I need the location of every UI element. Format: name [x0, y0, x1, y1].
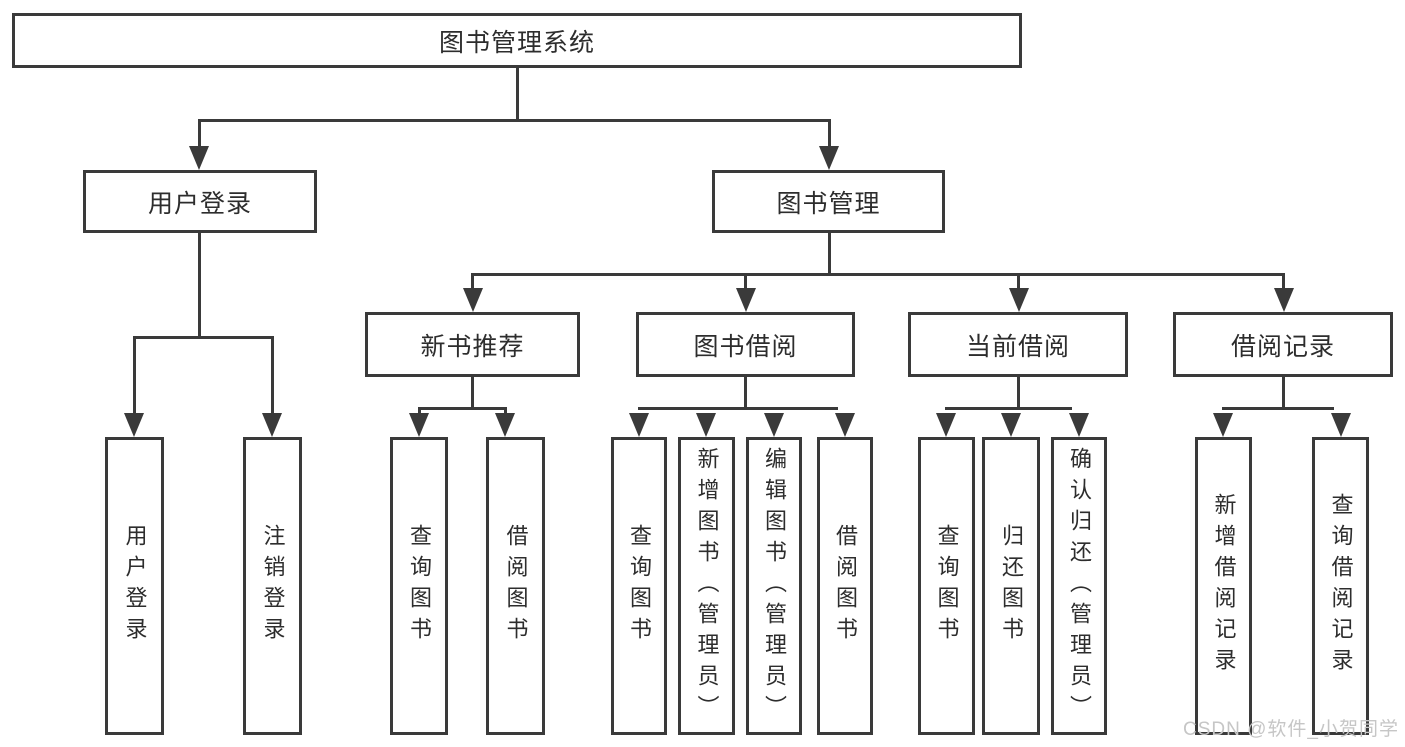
connector: [418, 407, 421, 417]
connector: [945, 407, 1072, 410]
arrowhead-down-icon: [1274, 288, 1294, 312]
connector: [1282, 377, 1285, 407]
connector: [133, 336, 136, 416]
leaf-borrow-books-recommend-label: 借阅图书: [503, 524, 529, 648]
arrowhead-down-icon: [124, 413, 144, 437]
leaf-return-books: 归还图书: [982, 437, 1040, 735]
connector: [471, 273, 1285, 276]
arrowhead-down-icon: [495, 413, 515, 437]
connector: [828, 233, 831, 273]
arrowhead-down-icon: [696, 413, 716, 437]
arrowhead-down-icon: [409, 413, 429, 437]
leaf-user-login-label: 用户登录: [122, 524, 148, 648]
arrowhead-down-icon: [1009, 288, 1029, 312]
arrowhead-down-icon: [736, 288, 756, 312]
arrowhead-down-icon: [835, 413, 855, 437]
connector: [133, 336, 274, 339]
leaf-borrow-books-label: 借阅图书: [833, 524, 858, 648]
leaf-query-books-recommend-label: 查询图书: [407, 524, 432, 648]
leaf-borrow-books: 借阅图书: [817, 437, 873, 735]
connector: [471, 377, 474, 407]
connector: [828, 119, 831, 149]
leaf-query-borrow-record-label: 查询借阅记录: [1328, 493, 1354, 679]
connector: [1222, 407, 1334, 410]
leaf-user-login: 用户登录: [105, 437, 164, 735]
leaf-add-borrow-record-label: 新增借阅记录: [1211, 493, 1237, 679]
node-current-borrow-label: 当前借阅: [965, 332, 1070, 361]
arrowhead-down-icon: [819, 146, 839, 170]
node-new-book-recommend-label: 新书推荐: [420, 332, 525, 361]
node-new-book-recommend: 新书推荐: [365, 312, 580, 377]
node-current-borrow: 当前借阅: [908, 312, 1128, 377]
leaf-add-books-admin: 新增图书（管理员）: [678, 437, 735, 735]
leaf-query-books-borrow: 查询图书: [611, 437, 667, 735]
leaf-query-books-borrow-label: 查询图书: [627, 524, 652, 648]
leaf-add-borrow-record: 新增借阅记录: [1195, 437, 1252, 735]
node-root: 图书管理系统: [12, 13, 1022, 68]
leaf-edit-books-admin: 编辑图书（管理员）: [746, 437, 802, 735]
arrowhead-down-icon: [262, 413, 282, 437]
connector: [1282, 273, 1285, 291]
node-user-login-label: 用户登录: [147, 189, 252, 218]
node-book-borrow-label: 图书借阅: [693, 332, 798, 361]
arrowhead-down-icon: [1331, 413, 1351, 437]
arrowhead-down-icon: [463, 288, 483, 312]
node-borrow-records-label: 借阅记录: [1230, 332, 1335, 361]
leaf-add-books-admin-label: 新增图书（管理员）: [694, 446, 720, 726]
leaf-logout-label: 注销登录: [260, 524, 286, 648]
watermark: CSDN @软件_小贺同学: [1183, 719, 1399, 740]
leaf-query-books-recommend: 查询图书: [390, 437, 448, 735]
arrowhead-down-icon: [189, 146, 209, 170]
connector: [744, 377, 747, 407]
leaf-query-borrow-record: 查询借阅记录: [1312, 437, 1369, 735]
connector: [638, 407, 838, 410]
connector: [516, 68, 519, 119]
connector: [471, 273, 474, 291]
connector: [418, 407, 507, 410]
connector: [1017, 273, 1020, 291]
arrowhead-down-icon: [764, 413, 784, 437]
node-book-management-label: 图书管理: [776, 189, 881, 218]
leaf-logout: 注销登录: [243, 437, 302, 735]
connector: [271, 336, 274, 416]
leaf-query-books-current-label: 查询图书: [934, 524, 960, 648]
connector: [744, 273, 747, 291]
arrowhead-down-icon: [1001, 413, 1021, 437]
arrowhead-down-icon: [1213, 413, 1233, 437]
node-root-label: 图书管理系统: [438, 28, 595, 57]
leaf-edit-books-admin-label: 编辑图书（管理员）: [762, 446, 787, 726]
leaf-return-books-label: 归还图书: [999, 524, 1024, 648]
arrowhead-down-icon: [1069, 413, 1089, 437]
node-book-management: 图书管理: [712, 170, 945, 233]
connector: [198, 119, 831, 122]
arrowhead-down-icon: [936, 413, 956, 437]
leaf-query-books-current: 查询图书: [918, 437, 975, 735]
connector: [198, 233, 201, 336]
node-book-borrow: 图书借阅: [636, 312, 855, 377]
connector: [1017, 377, 1020, 407]
leaf-confirm-return-admin-label: 确认归还（管理员）: [1067, 446, 1092, 726]
leaf-confirm-return-admin: 确认归还（管理员）: [1051, 437, 1107, 735]
connector: [198, 119, 201, 149]
node-borrow-records: 借阅记录: [1173, 312, 1393, 377]
connector: [504, 407, 507, 417]
arrowhead-down-icon: [629, 413, 649, 437]
node-user-login: 用户登录: [83, 170, 317, 233]
leaf-borrow-books-recommend: 借阅图书: [486, 437, 545, 735]
